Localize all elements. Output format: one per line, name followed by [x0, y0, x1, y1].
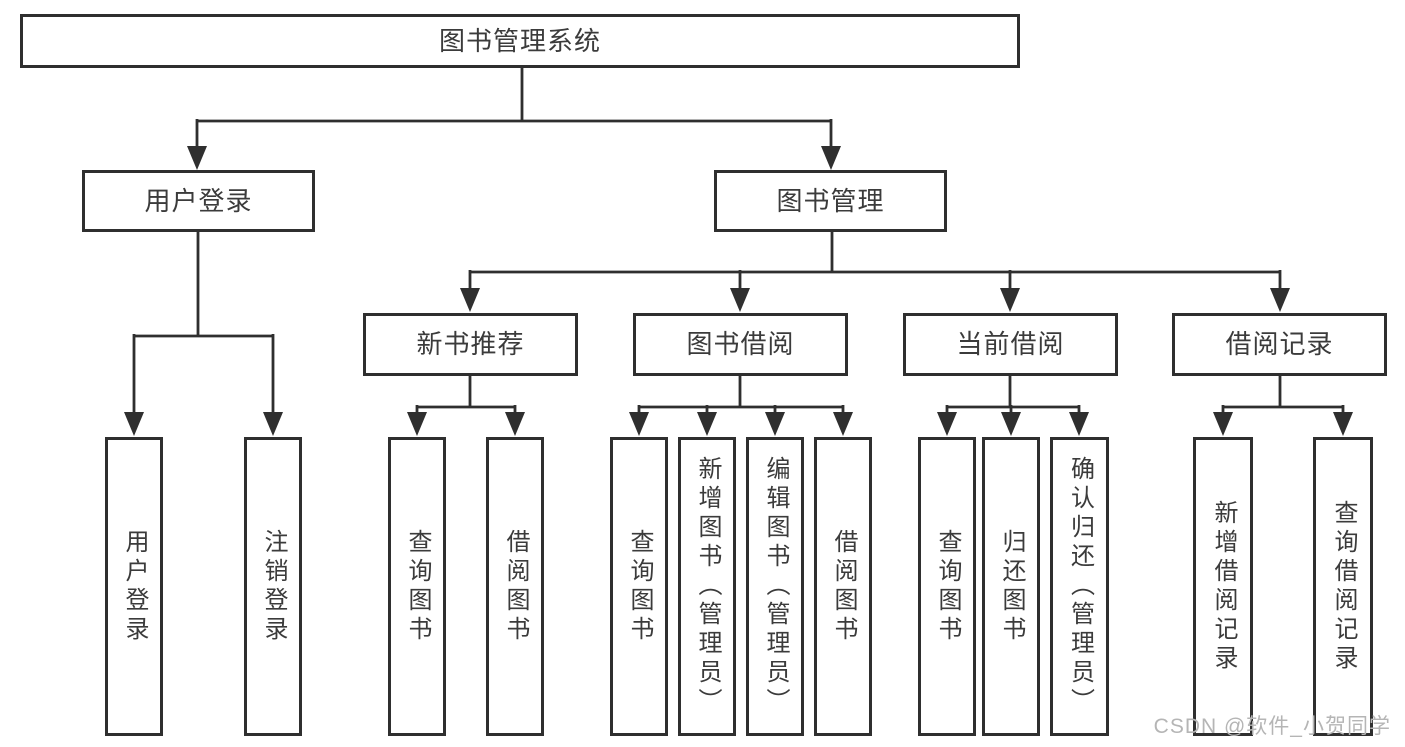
leaf-logout: 注销登录: [244, 437, 302, 736]
leaf-borrow-edit-book-admin: 编辑图书（管理员）: [746, 437, 804, 736]
leaf-borrow-edit-book-admin-label: 编辑图书（管理员）: [762, 456, 789, 717]
node-root-system-label: 图书管理系统: [438, 25, 601, 56]
connector-user-login-to-leaves: [124, 232, 283, 436]
leaf-records-query-record-label: 查询借阅记录: [1330, 499, 1357, 674]
node-book-management: 图书管理: [714, 170, 947, 232]
node-borrowing-records: 借阅记录: [1172, 313, 1387, 376]
leaf-records-add-record-label: 新增借阅记录: [1210, 499, 1237, 674]
connector-borrow-records-to-leaves: [1213, 376, 1353, 436]
leaf-borrow-borrow-book: 借阅图书: [814, 437, 872, 736]
node-current-borrowing-label: 当前借阅: [956, 329, 1065, 360]
leaf-current-query-book-label: 查询图书: [934, 528, 961, 645]
leaf-current-confirm-return-admin-label: 确认归还（管理员）: [1066, 456, 1094, 717]
node-book-borrowing: 图书借阅: [633, 313, 848, 376]
watermark: CSDN @软件_小贺同学: [1153, 715, 1391, 738]
leaf-newbook-query-book-label: 查询图书: [404, 528, 431, 645]
node-book-management-label: 图书管理: [776, 185, 885, 216]
leaf-user-login-label: 用户登录: [121, 528, 148, 645]
node-user-login: 用户登录: [82, 170, 315, 232]
connector-book-borrow-to-leaves: [629, 376, 853, 436]
connector-root-to-level2: [187, 68, 841, 170]
node-book-borrowing-label: 图书借阅: [686, 329, 795, 360]
leaf-borrow-add-book-admin: 新增图书（管理员）: [678, 437, 736, 736]
leaf-borrow-query-book-label: 查询图书: [626, 528, 653, 645]
node-root-system: 图书管理系统: [20, 14, 1020, 68]
node-user-login-label: 用户登录: [144, 185, 253, 216]
node-new-book-recommendation-label: 新书推荐: [416, 329, 525, 360]
leaf-current-return-book: 归还图书: [982, 437, 1040, 736]
connector-current-borrow-to-leaves: [937, 376, 1089, 436]
leaf-user-login: 用户登录: [105, 437, 163, 736]
leaf-borrow-query-book: 查询图书: [610, 437, 668, 736]
leaf-borrow-borrow-book-label: 借阅图书: [830, 528, 857, 645]
leaf-newbook-borrow-book: 借阅图书: [486, 437, 544, 736]
connector-new-book-to-leaves: [407, 376, 525, 436]
leaf-newbook-query-book: 查询图书: [388, 437, 446, 736]
connector-book-management-to-level3: [460, 232, 1290, 312]
node-current-borrowing: 当前借阅: [903, 313, 1118, 376]
leaf-records-query-record: 查询借阅记录: [1313, 437, 1373, 736]
leaf-current-query-book: 查询图书: [918, 437, 976, 736]
leaf-current-return-book-label: 归还图书: [998, 528, 1025, 645]
leaf-newbook-borrow-book-label: 借阅图书: [502, 528, 529, 645]
leaf-records-add-record: 新增借阅记录: [1193, 437, 1253, 736]
leaf-logout-label: 注销登录: [260, 528, 287, 645]
node-new-book-recommendation: 新书推荐: [363, 313, 578, 376]
node-borrowing-records-label: 借阅记录: [1225, 329, 1334, 360]
leaf-borrow-add-book-admin-label: 新增图书（管理员）: [694, 456, 721, 717]
leaf-current-confirm-return-admin: 确认归还（管理员）: [1050, 437, 1109, 736]
